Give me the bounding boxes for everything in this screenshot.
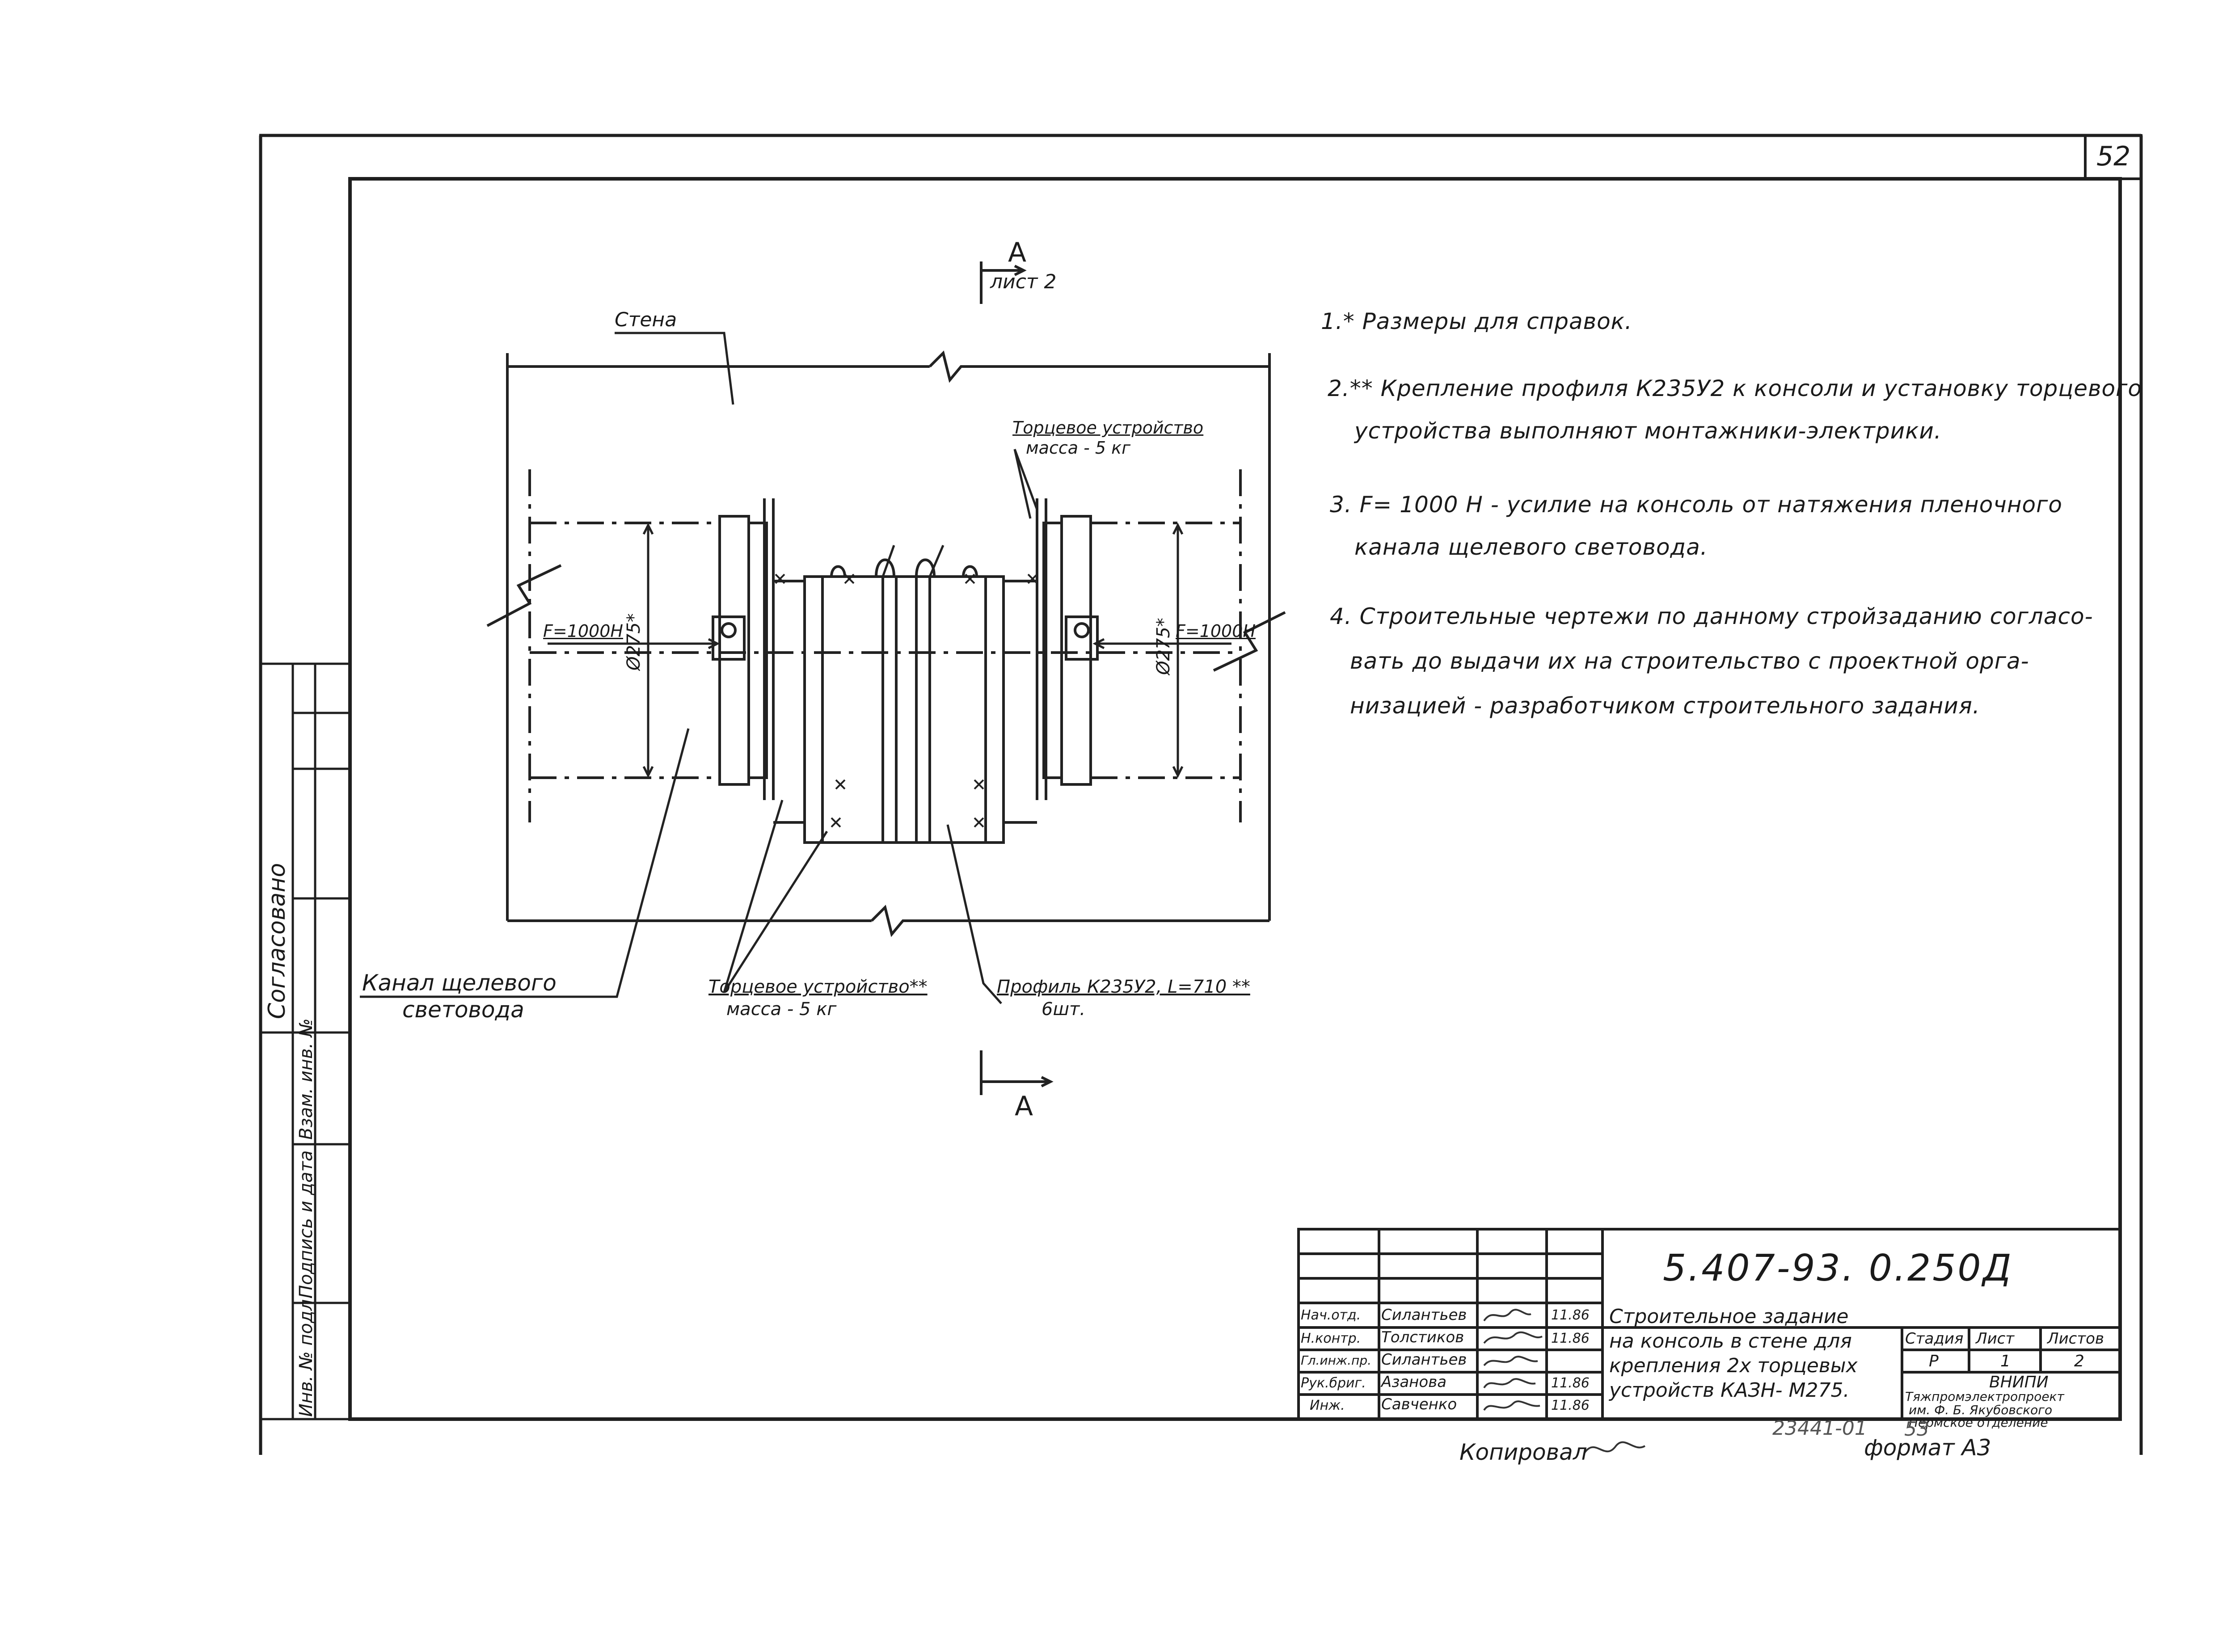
copied-label: Копировал xyxy=(1459,1439,1587,1465)
bolt-marks xyxy=(775,573,1038,828)
page-number: 52 xyxy=(2096,141,2131,172)
inner-frame xyxy=(348,177,2122,1421)
org-line-3: им. Ф. Б. Якубовского xyxy=(1909,1403,2053,1417)
force-left-label: F=1000H xyxy=(543,621,623,641)
agreed-stamp-label: Согласовано xyxy=(264,863,291,1019)
note-4-line1: 4. Строительные чертежи по данному строй… xyxy=(1330,603,2093,629)
title-block-lines xyxy=(1297,1228,2121,1420)
staff-name-4: Азанова xyxy=(1381,1373,1447,1391)
note-3-line2: канала щелевого световода. xyxy=(1354,534,1708,560)
archive-number: 23441-01 xyxy=(1772,1417,1867,1440)
force-right-label: F=1000H xyxy=(1176,621,1256,641)
staff-role-4: Рук.бриг. xyxy=(1301,1375,1366,1391)
note-1: 1.* Размеры для справок. xyxy=(1321,308,1632,334)
leader-lines xyxy=(360,332,1038,1004)
format-label: формат А3 xyxy=(1864,1435,1991,1461)
profile-label-line2: 6шт. xyxy=(1042,999,1086,1020)
break-marks xyxy=(486,564,1286,672)
staff-name-1: Силантьев xyxy=(1381,1306,1467,1324)
sheets-value: 2 xyxy=(2074,1352,2084,1370)
channel-label-line1: Канал щелевого xyxy=(362,970,557,996)
org-line-2: Тяжпромэлектропроект xyxy=(1905,1389,2064,1404)
note-4-line3: низацией - разработчиком строительного з… xyxy=(1350,693,1980,719)
inv-orig-label: Инв. № подл. xyxy=(296,1294,316,1417)
archive-page: 53 xyxy=(1904,1418,1929,1441)
org-line-4: Пермское отделение xyxy=(1909,1415,2048,1430)
signature-3 xyxy=(1483,1356,1538,1366)
staff-name-3: Силантьев xyxy=(1381,1351,1467,1369)
staff-date-5: 11.86 xyxy=(1551,1398,1590,1413)
staff-date-4: 11.86 xyxy=(1551,1375,1590,1391)
staff-role-5: Инж. xyxy=(1310,1398,1345,1413)
note-3-line1: 3. F= 1000 Н - усилие на консоль от натя… xyxy=(1330,492,2062,518)
copier-signature xyxy=(1584,1441,1646,1454)
title-line-1: Строительное задание xyxy=(1609,1305,1849,1328)
replace-inv-label: Взам. инв. № xyxy=(296,1018,316,1140)
staff-date-2: 11.86 xyxy=(1551,1331,1590,1346)
diameter-left-label: Ø275* xyxy=(624,613,644,670)
signature-1 xyxy=(1483,1309,1531,1322)
staff-date-1: 11.86 xyxy=(1551,1307,1590,1323)
org-line-1: ВНИПИ xyxy=(1989,1373,2049,1391)
title-line-4: устройств КАЗН- М275. xyxy=(1609,1379,1850,1402)
end-device-bottom-line2: масса - 5 кг xyxy=(726,999,837,1020)
profile-label-line1: Профиль К235У2, L=710 ** xyxy=(997,977,1250,997)
end-device-top-line1: Торцевое устройство xyxy=(1012,418,1204,438)
page-number-box xyxy=(2084,134,2142,180)
sheets-header: Листов xyxy=(2047,1330,2104,1348)
end-device-bottom-line1: Торцевое устройство** xyxy=(708,977,928,997)
signature-4 xyxy=(1483,1378,1536,1389)
section-letter-top: A xyxy=(1008,237,1027,268)
staff-role-1: Нач.отд. xyxy=(1301,1307,1361,1323)
signature-2 xyxy=(1483,1331,1543,1344)
stage-header: Стадия xyxy=(1905,1330,1964,1348)
left-end-device xyxy=(712,498,775,800)
staff-role-3: Гл.инж.пр. xyxy=(1301,1353,1372,1368)
doc-code: 5.407-93. 0.250Д xyxy=(1663,1247,2013,1290)
staff-role-2: Н.контр. xyxy=(1301,1331,1361,1346)
title-line-2: на консоль в стене для xyxy=(1609,1330,1852,1353)
end-device-top-line2: масса - 5 кг xyxy=(1026,438,1131,458)
diameter-right-label: Ø275* xyxy=(1153,618,1174,675)
sheet-header: Лист xyxy=(1976,1330,2015,1348)
section-letter-bottom: A xyxy=(1015,1091,1033,1122)
note-4-line2: вать до выдачи их на строительство с про… xyxy=(1350,648,2029,674)
right-end-device xyxy=(1036,498,1099,800)
sheet-value: 1 xyxy=(2000,1352,2011,1370)
title-line-3: крепления 2х торцевых xyxy=(1609,1354,1858,1377)
wall-outline xyxy=(506,350,1271,937)
staff-name-5: Савченко xyxy=(1381,1395,1457,1413)
side-stamp-lines xyxy=(259,662,351,1420)
note-2-line1: 2.** Крепление профиля К235У2 к консоли … xyxy=(1328,375,2142,401)
section-sheet-ref: лист 2 xyxy=(990,270,1057,293)
signatures xyxy=(1483,1309,1646,1454)
signature-5 xyxy=(1483,1400,1540,1411)
section-markers xyxy=(980,261,1054,1095)
sign-date-label: Подпись и дата xyxy=(296,1150,316,1298)
staff-name-2: Толстиков xyxy=(1381,1328,1464,1346)
wall-label: Стена xyxy=(615,308,677,331)
console-profiles xyxy=(773,558,1037,844)
stage-value: Р xyxy=(1929,1352,1939,1370)
note-2-line2: устройства выполняют монтажники-электрик… xyxy=(1354,418,1942,444)
dimension-lines xyxy=(548,523,1231,778)
channel-label-line2: световода xyxy=(402,997,524,1023)
